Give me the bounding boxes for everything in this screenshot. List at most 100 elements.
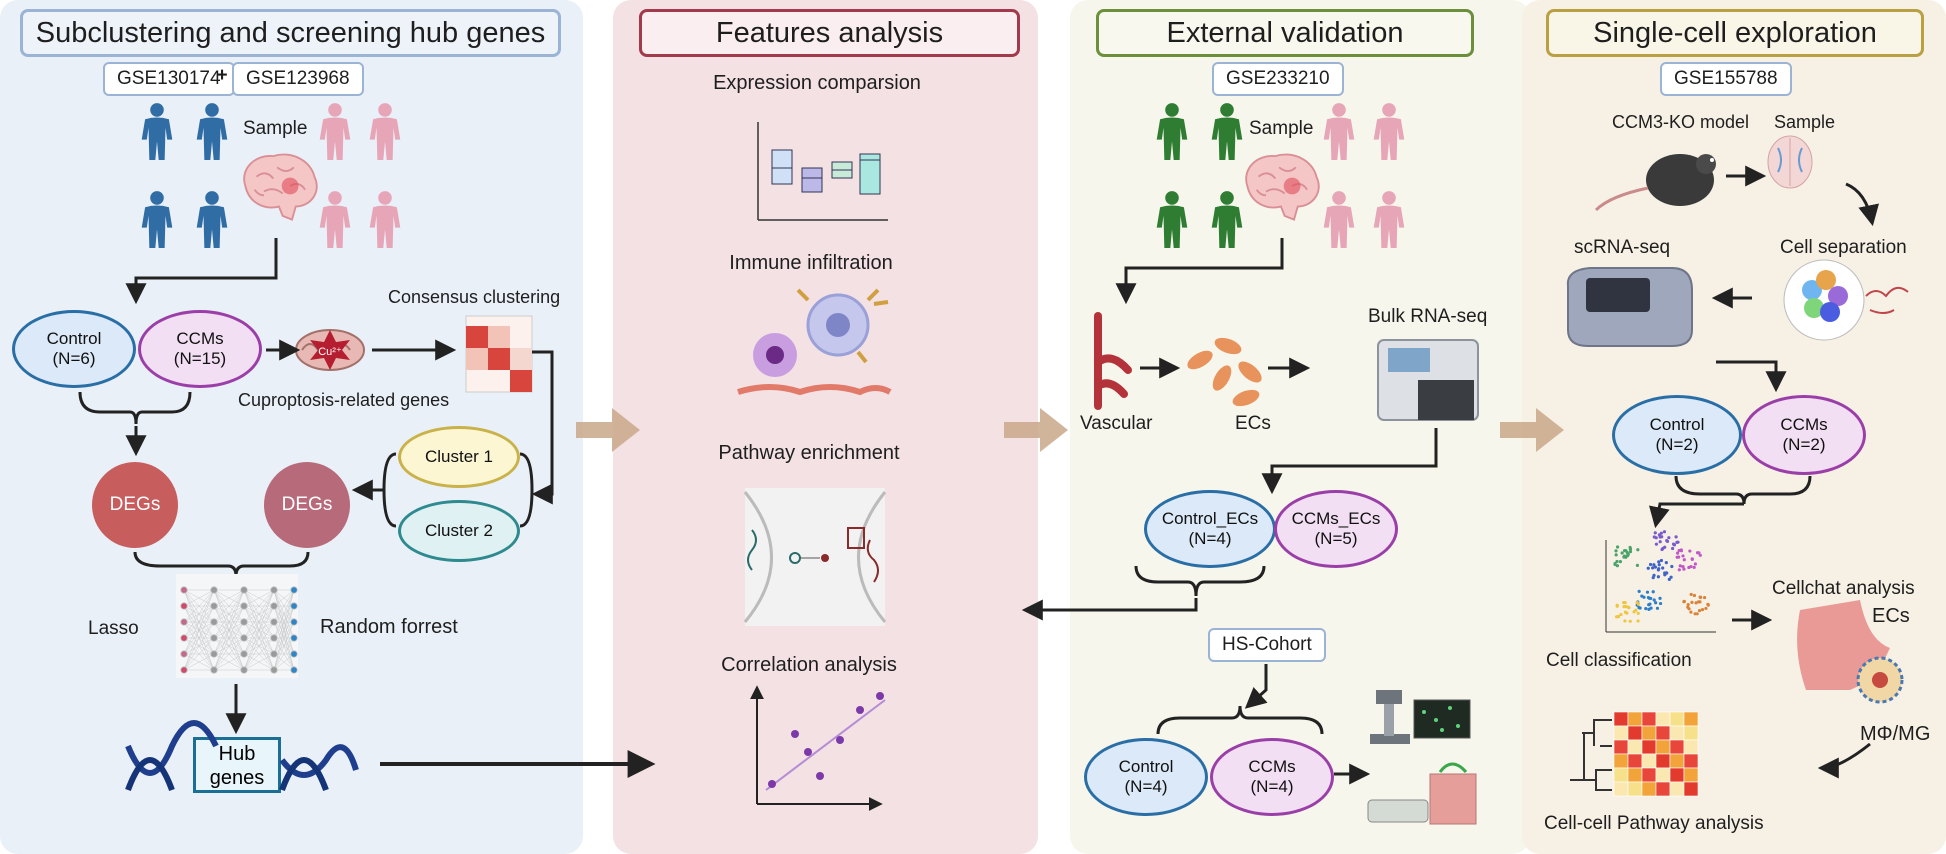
tsne-point xyxy=(1702,595,1707,600)
tsne-point xyxy=(1652,598,1656,602)
nn-node xyxy=(270,618,278,626)
heatmap-cell xyxy=(1655,739,1671,755)
tsne-plot-icon xyxy=(1605,530,1716,633)
heatmap-cell xyxy=(1669,753,1685,769)
tsne-point xyxy=(1687,607,1691,611)
tsne-point xyxy=(1657,560,1661,564)
heatmap-cell xyxy=(1641,725,1657,741)
nn-node xyxy=(240,650,248,658)
tsne-point xyxy=(1688,549,1692,553)
heatmap-cell xyxy=(1641,711,1657,727)
control-oval: Control(N=6) xyxy=(12,310,136,388)
transition-arrow-2 xyxy=(1004,408,1068,452)
tsne-point xyxy=(1697,608,1702,613)
cell-cell-pathway-label: Cell-cell Pathway analysis xyxy=(1544,813,1764,834)
tsne-point xyxy=(1637,589,1641,593)
panel-title-features: Features analysis xyxy=(639,9,1020,57)
pathway-enrichment-label: Pathway enrichment xyxy=(718,442,900,464)
tsne-point xyxy=(1706,602,1710,606)
transition-arrow-1 xyxy=(576,408,640,452)
tsne-point xyxy=(1667,536,1671,540)
tsne-point xyxy=(1634,608,1638,612)
tsne-point xyxy=(1689,610,1693,614)
nn-node xyxy=(210,666,218,674)
heatmap-cell xyxy=(1683,767,1699,783)
nn-node xyxy=(290,602,298,610)
nn-node xyxy=(210,634,218,642)
tsne-point xyxy=(1670,564,1674,569)
tsne-point xyxy=(1647,607,1651,611)
cell-classification-label: Cell classification xyxy=(1546,650,1692,671)
tsne-point xyxy=(1623,619,1627,623)
ccms-oval-single-cell: CCMs(N=2) xyxy=(1742,395,1866,475)
tsne-point xyxy=(1693,612,1697,616)
tsne-point xyxy=(1628,547,1633,551)
brain-icon xyxy=(243,153,318,221)
blood-vessel-icon xyxy=(1094,312,1132,410)
nn-node xyxy=(180,602,188,610)
nn-node xyxy=(210,650,218,658)
dataset-tag-gse233210: GSE233210 xyxy=(1212,62,1344,96)
tsne-point xyxy=(1622,549,1627,553)
endothelial-cells-icon xyxy=(1187,337,1262,407)
sample-label-validation: Sample xyxy=(1249,118,1314,139)
heatmap-cell xyxy=(1669,781,1685,797)
heatmap-cell xyxy=(1627,753,1643,769)
cluster2-oval: Cluster 2 xyxy=(398,500,520,562)
tsne-point xyxy=(1618,560,1622,564)
dataset-tag-gse123968: GSE123968 xyxy=(232,62,364,96)
tsne-point xyxy=(1613,562,1617,567)
tsne-point xyxy=(1628,619,1632,623)
heatmap-cell xyxy=(1655,753,1671,769)
tsne-point xyxy=(1681,554,1685,558)
tsne-point xyxy=(1652,573,1656,577)
deg-circle-right: DEGs xyxy=(264,462,350,548)
tsne-point xyxy=(1648,562,1653,567)
tsne-point xyxy=(1658,540,1662,544)
tsne-point xyxy=(1657,563,1661,567)
vascular-label: Vascular xyxy=(1080,413,1153,434)
heatmap-cell xyxy=(1627,739,1643,755)
panel-subclustering: Subclustering and screening hub genes GS… xyxy=(0,0,583,854)
sample-label-single-cell: Sample xyxy=(1774,112,1836,132)
tsne-point xyxy=(1664,561,1668,565)
person-icon-group-pink xyxy=(319,103,401,249)
tsne-point xyxy=(1615,559,1619,564)
tsne-point xyxy=(1681,565,1685,569)
heatmap-cell xyxy=(1641,767,1657,783)
tsne-point xyxy=(1690,557,1694,561)
nn-node xyxy=(290,666,298,674)
tsne-point xyxy=(1676,540,1680,544)
panel-title-single-cell: Single-cell exploration xyxy=(1546,9,1924,57)
tsne-point xyxy=(1654,601,1658,605)
tsne-point xyxy=(1622,605,1626,609)
tsne-point xyxy=(1620,551,1624,555)
tsne-point xyxy=(1635,600,1639,605)
heatmap-cell xyxy=(1655,767,1671,783)
tsne-point xyxy=(1674,535,1678,539)
heatmap-cell xyxy=(1655,725,1671,741)
tsne-point xyxy=(1635,563,1640,567)
tsne-point xyxy=(1649,596,1653,601)
ecs-label: ECs xyxy=(1235,413,1271,434)
heatmap-cell xyxy=(1627,725,1643,741)
nn-node xyxy=(270,650,278,658)
nn-node xyxy=(240,634,248,642)
ccms-oval: CCMs(N=15) xyxy=(138,310,262,388)
tsne-point xyxy=(1658,601,1663,606)
tsne-point xyxy=(1698,595,1703,599)
tsne-point xyxy=(1650,566,1655,570)
immune-cell-icon xyxy=(737,288,892,396)
deg-circle-left: DEGs xyxy=(92,462,178,548)
tsne-point xyxy=(1651,590,1655,594)
nn-node xyxy=(180,650,188,658)
microscope-icon xyxy=(1370,690,1471,744)
immune-infiltration-label: Immune infiltration xyxy=(729,252,893,274)
tsne-point xyxy=(1615,545,1620,549)
heatmap-icon xyxy=(465,315,533,393)
nn-node xyxy=(290,650,298,658)
dna-icon xyxy=(125,720,359,792)
cuproptosis-label: Cuproptosis-related genes xyxy=(238,390,450,410)
tsne-point xyxy=(1644,607,1648,611)
